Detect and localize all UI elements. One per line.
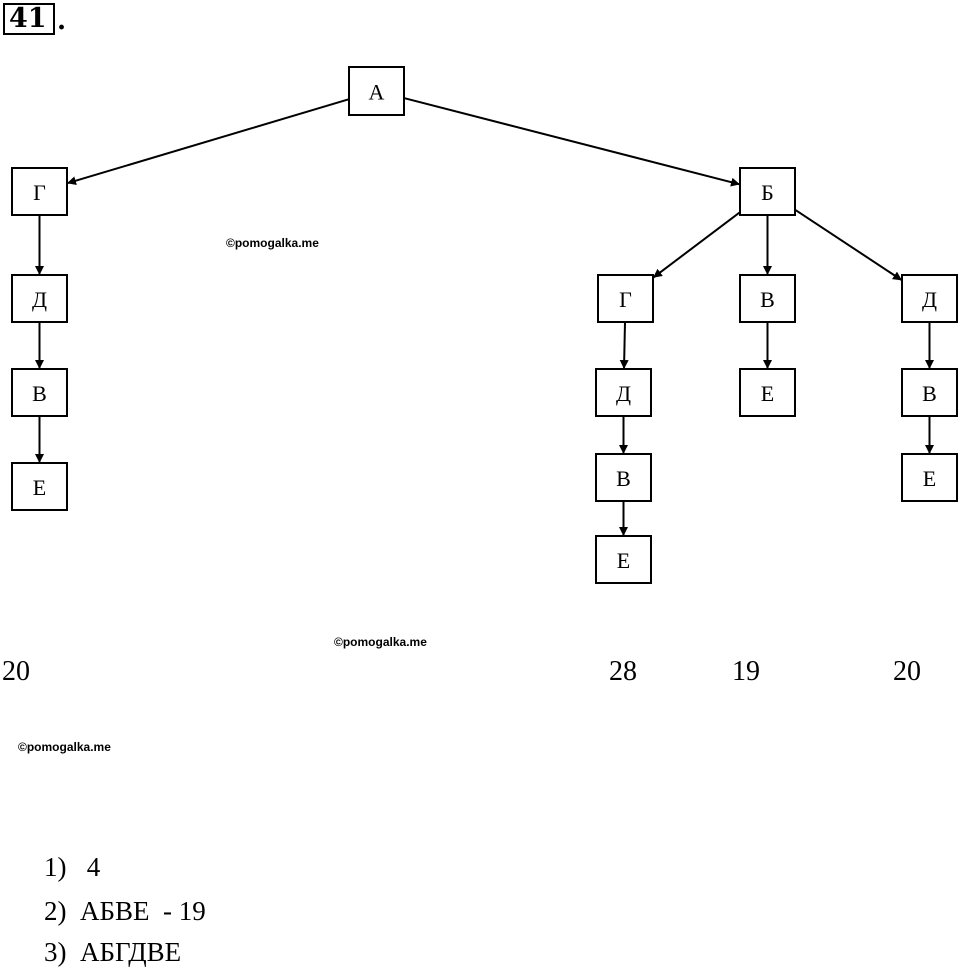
tree-node-n4: Е — [11, 462, 68, 511]
edges-layer — [35, 97, 934, 536]
tree-node-n12: Д — [901, 274, 958, 323]
tree-node-n8: В — [595, 453, 652, 502]
nodes-layer: А Г Д В Е Б Г Д В Е В Е Д В Е — [11, 66, 958, 584]
path-sum-3: 19 — [732, 656, 760, 687]
node-box — [739, 274, 796, 323]
tree-node-n5: Б — [739, 167, 796, 216]
node-label: Д — [32, 287, 47, 312]
node-label: В — [922, 381, 937, 406]
node-label: Д — [922, 287, 937, 312]
node-label: Е — [761, 381, 774, 406]
tree-node-n0: А — [348, 66, 405, 116]
tree-node-n2: Д — [11, 274, 68, 323]
node-label: А — [369, 80, 385, 105]
tree-node-n13: В — [901, 368, 958, 417]
answer-2: 2) АБВЕ - 19 — [44, 896, 206, 926]
tree-node-n11: Е — [739, 368, 796, 417]
node-box — [348, 66, 405, 116]
answer-1: 1) 4 — [44, 852, 101, 882]
edge-n5-n12 — [794, 208, 903, 282]
node-box — [901, 368, 958, 417]
node-label: Г — [619, 287, 632, 312]
node-box — [11, 462, 68, 511]
node-label: Е — [923, 466, 936, 491]
edge-n6-n7 — [619, 321, 629, 370]
tree-node-n7: Д — [595, 368, 652, 417]
tree-node-n6: Г — [597, 274, 654, 323]
path-sum-4: 20 — [893, 656, 921, 687]
path-sum-1: 20 — [2, 656, 30, 687]
problem-number-box: 41 — [3, 3, 55, 35]
tree-node-n14: Е — [901, 453, 958, 502]
node-box — [901, 453, 958, 502]
node-label: Б — [761, 180, 774, 205]
node-box — [597, 274, 654, 323]
edge-n0-n5 — [403, 97, 741, 187]
node-box — [595, 368, 652, 417]
node-label: Е — [617, 548, 630, 573]
path-sum-2: 28 — [609, 656, 637, 687]
node-label: В — [616, 466, 631, 491]
problem-number-dot: . — [57, 6, 67, 36]
node-box — [739, 167, 796, 216]
node-box — [11, 167, 68, 216]
edge-n5-n6 — [652, 211, 741, 279]
tree-node-n9: Е — [595, 535, 652, 584]
node-label: В — [32, 381, 47, 406]
watermark-top: ©pomogalka.me — [226, 236, 319, 250]
problem-number: 41 — [9, 3, 47, 34]
node-box — [595, 453, 652, 502]
node-label: Д — [616, 381, 631, 406]
tree-node-n3: В — [11, 368, 68, 417]
watermark-bottom: ©pomogalka.me — [18, 740, 111, 754]
edge-n0-n1 — [66, 98, 350, 186]
node-box — [901, 274, 958, 323]
node-label: Г — [33, 180, 46, 205]
node-label: В — [760, 287, 775, 312]
answer-3: 3) АБГДВЕ — [44, 937, 182, 967]
node-box — [11, 274, 68, 323]
watermark-middle: ©pomogalka.me — [334, 635, 427, 649]
tree-node-n1: Г — [11, 167, 68, 216]
node-box — [739, 368, 796, 417]
node-box — [595, 535, 652, 584]
tree-node-n10: В — [739, 274, 796, 323]
node-label: Е — [33, 475, 46, 500]
node-box — [11, 368, 68, 417]
